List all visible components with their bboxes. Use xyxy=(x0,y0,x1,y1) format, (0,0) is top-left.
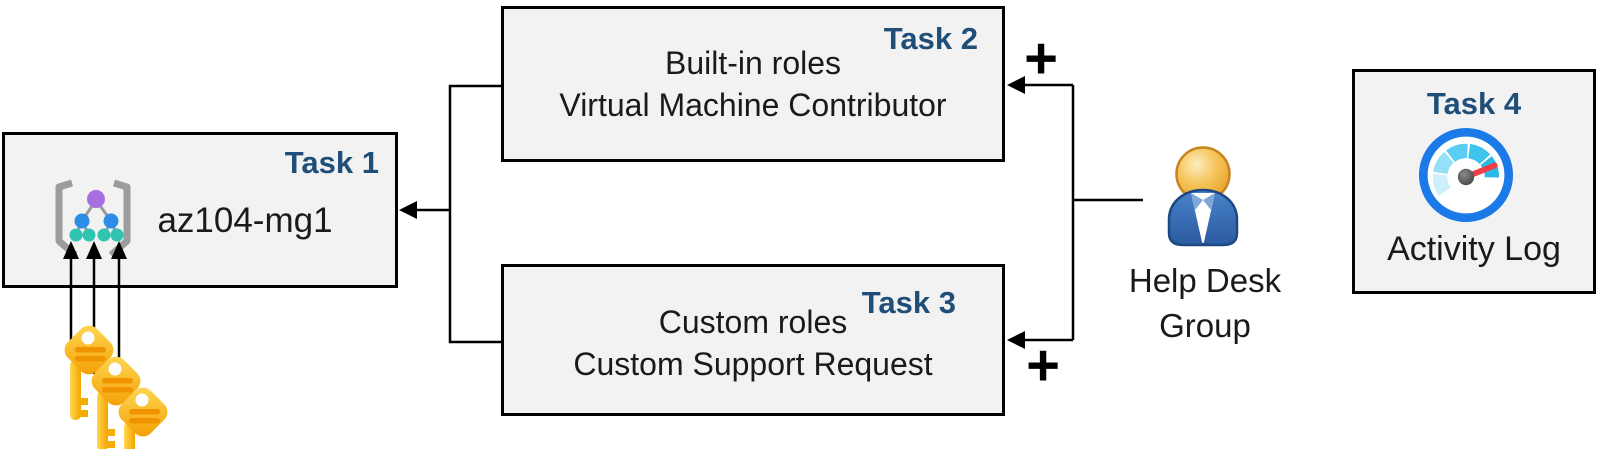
gauge-hub xyxy=(1457,168,1475,186)
management-group-name: az104-mg1 xyxy=(157,201,333,240)
actor-label-line1: Help Desk xyxy=(1128,262,1282,299)
leaf-node xyxy=(82,228,96,242)
management-group-icon xyxy=(55,179,131,257)
actor-label: Help Desk Group xyxy=(1110,258,1300,348)
task1-label: Task 1 xyxy=(284,145,379,180)
leaf-node xyxy=(110,228,124,242)
task2-builtin-roles-box: Task 2 Built-in roles Virtual Machine Co… xyxy=(501,6,1005,162)
actor-label-line2: Group xyxy=(1159,307,1251,344)
arrowhead-into-task1 xyxy=(399,201,417,219)
gauge-segment-2 xyxy=(1433,151,1455,175)
task1-management-group-box: Task 1 az104-mg1 xyxy=(2,132,398,288)
task3-text-line2: Custom Support Request xyxy=(573,346,933,382)
task4-activity-log-box: Task 4 Activity Log xyxy=(1352,69,1596,294)
leaf-node xyxy=(97,228,111,242)
gauge-segment-3 xyxy=(1446,143,1468,163)
key-icon xyxy=(60,321,118,420)
task2-text-line1: Built-in roles xyxy=(664,45,842,81)
task3-custom-roles-box: Task 3 Custom roles Custom Support Reque… xyxy=(501,264,1005,416)
plus-icon: + xyxy=(1024,26,1058,91)
task3-text-line1: Custom roles xyxy=(658,304,848,340)
gauge-icon xyxy=(1418,127,1514,223)
gauge-segment-4 xyxy=(1467,144,1491,165)
plus-icon: + xyxy=(1026,333,1060,398)
tree-edges xyxy=(74,199,119,236)
task3-text: Custom roles Custom Support Request xyxy=(504,301,1002,385)
child-node xyxy=(74,213,90,229)
task2-label: Task 2 xyxy=(883,21,978,56)
leaf-node xyxy=(69,228,83,242)
gauge-segment-1 xyxy=(1432,174,1451,196)
arrowhead-into-task2 xyxy=(1007,76,1025,94)
brace-left xyxy=(55,179,78,257)
key-icon xyxy=(114,383,172,449)
root-node xyxy=(87,190,105,208)
merge-bracket-line xyxy=(448,84,501,344)
task4-label: Task 4 xyxy=(1426,86,1522,121)
user-collar-left xyxy=(1191,193,1203,210)
task2-text-line2: Virtual Machine Contributor xyxy=(559,87,947,123)
key-icon xyxy=(87,352,145,449)
task4-caption: Activity Log xyxy=(1387,230,1561,268)
user-icon xyxy=(1167,146,1239,247)
user-collar-right xyxy=(1203,193,1215,210)
arrowhead-into-task3 xyxy=(1007,331,1025,349)
task3-label: Task 3 xyxy=(861,285,956,320)
child-node xyxy=(103,213,119,229)
task2-text: Built-in roles Virtual Machine Contribut… xyxy=(504,42,1002,126)
